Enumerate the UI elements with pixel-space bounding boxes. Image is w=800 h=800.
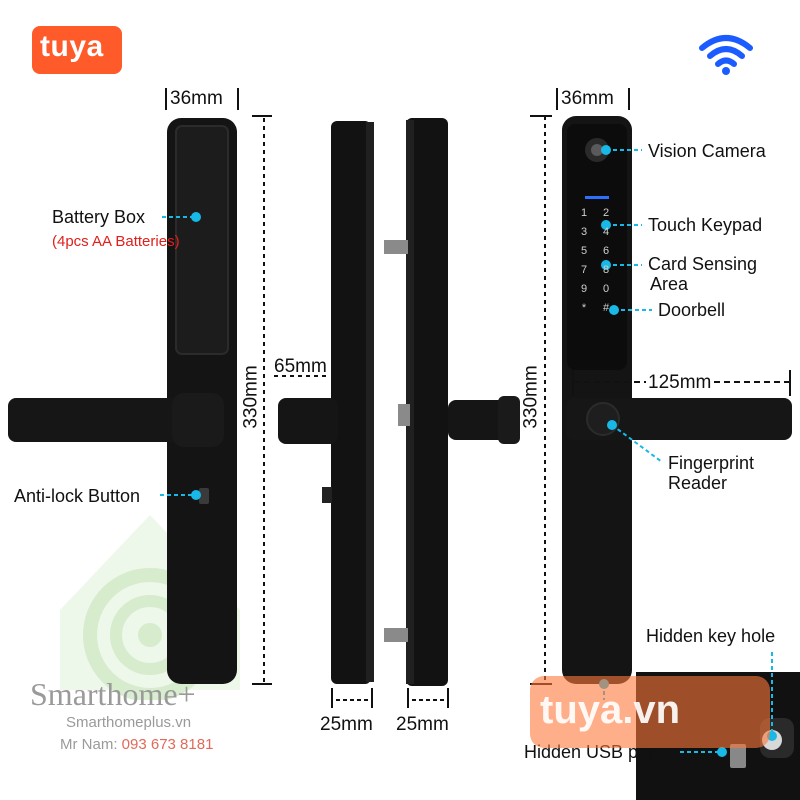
watermark-contact: Mr Nam: 093 673 8181	[60, 736, 213, 753]
thickness-right-label: 25mm	[396, 714, 449, 735]
key: 4	[602, 226, 610, 238]
right-handle	[566, 398, 792, 440]
anti-lock-label: Anti-lock Button	[14, 486, 141, 506]
key: 1	[580, 207, 588, 219]
vision-camera-label: Vision Camera	[648, 141, 766, 161]
key: 8	[602, 264, 610, 276]
width-right-label: 36mm	[561, 88, 614, 109]
key: *	[581, 302, 587, 314]
key: #	[602, 302, 610, 314]
watermark-site: Smarthomeplus.vn	[66, 714, 192, 731]
width-left-label: 36mm	[170, 88, 223, 109]
handle-depth-label: 65mm	[274, 356, 327, 377]
battery-note-label: (4pcs AA Batteries)	[52, 233, 180, 250]
thickness-left-label: 25mm	[320, 714, 373, 735]
tuya-vn-watermark-bg	[530, 676, 770, 748]
key: 0	[602, 283, 610, 295]
battery-box	[175, 125, 229, 355]
height-left-label: 330mm	[240, 365, 262, 429]
wifi-icon	[699, 35, 753, 75]
key: 9	[580, 283, 588, 295]
contact-label: Mr Nam:	[60, 736, 122, 753]
key: 6	[602, 245, 610, 257]
height-right-label: 330mm	[520, 365, 542, 429]
doorbell-label: Doorbell	[658, 300, 726, 320]
card-sensing-label-1: Card Sensing	[648, 254, 758, 274]
key: 7	[580, 264, 588, 276]
fingerprint-label-2: Reader	[668, 473, 728, 493]
key: 3	[580, 226, 588, 238]
side-view-right	[406, 118, 448, 686]
battery-box-label: Battery Box	[52, 207, 146, 227]
contact-phone: 093 673 8181	[121, 736, 214, 753]
handle-length-label: 125mm	[646, 372, 714, 394]
callout-dots	[191, 145, 777, 757]
anti-lock-button	[199, 488, 209, 504]
side-handle-left	[278, 398, 338, 444]
card-sensing-label-2: Area	[650, 274, 689, 294]
tuya-logo-text: tuya	[40, 30, 104, 63]
tuya-logo	[32, 26, 122, 74]
fingerprint-label-1: Fingerprint	[668, 453, 755, 473]
fingerprint-reader	[586, 402, 620, 436]
left-handle	[8, 398, 222, 442]
key: 5	[580, 245, 588, 257]
touch-keypad-label: Touch Keypad	[648, 215, 763, 235]
watermark-brand: Smarthome+	[30, 676, 196, 712]
side-handle-right	[448, 400, 512, 440]
key: 2	[602, 207, 610, 219]
side-view-left	[331, 121, 371, 684]
hidden-key-hole-label: Hidden key hole	[646, 626, 776, 646]
tuya-vn-watermark: tuya.vn	[540, 688, 681, 732]
keypad: 1 2 3 4 5 6 7 8 9 0 * #	[573, 207, 617, 319]
